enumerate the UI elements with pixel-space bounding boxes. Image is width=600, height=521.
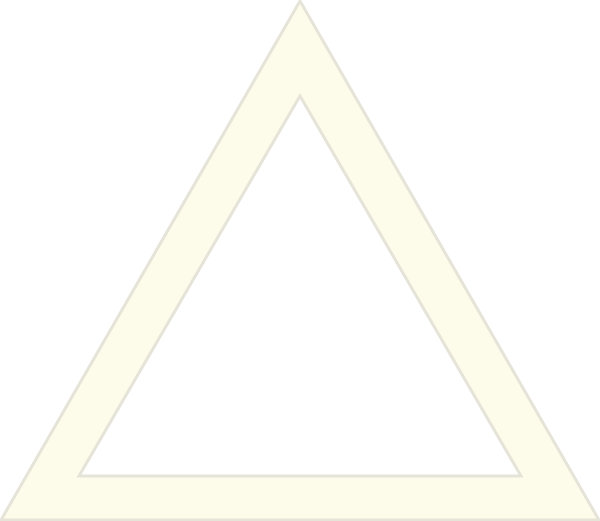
triangle-band <box>0 0 600 521</box>
triangle-outline-icon <box>0 0 600 521</box>
triangle-canvas <box>0 0 600 521</box>
